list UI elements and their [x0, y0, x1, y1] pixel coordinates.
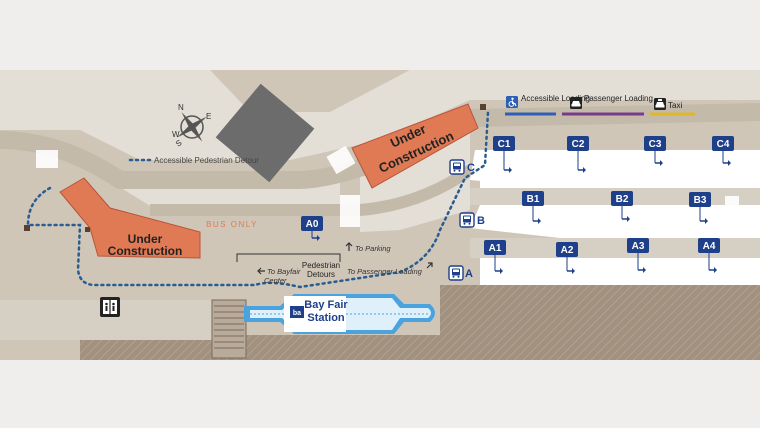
- car-icon: [570, 97, 582, 109]
- legend-accessible-loading: Accessible Loading: [521, 94, 590, 103]
- svg-text:B: B: [477, 215, 485, 227]
- detour-route: [26, 110, 490, 289]
- bay-teeth-a: [480, 250, 760, 270]
- svg-text:A1: A1: [489, 243, 502, 254]
- bart-logo-text: ba: [293, 310, 301, 317]
- detour-bracket: [236, 253, 341, 262]
- compass-s: S: [174, 138, 184, 148]
- to-passenger-loading-arrow: [426, 262, 433, 269]
- to-bayfair-arrow: [257, 267, 265, 275]
- building: [215, 83, 315, 183]
- road-2: [150, 165, 474, 216]
- to-parking-label: To Parking: [355, 244, 391, 253]
- bay-fair-station[interactable]: ba Bay Fair Station: [244, 294, 435, 334]
- svg-text:A0: A0: [306, 219, 319, 230]
- bus-only-label: BUS ONLY: [206, 220, 258, 229]
- compass-e: E: [206, 112, 211, 121]
- compass-icon: N E W S: [172, 103, 211, 149]
- bus-stop-A1[interactable]: A1: [484, 240, 506, 274]
- bus-stop-A0[interactable]: A0: [301, 216, 323, 241]
- legend: Accessible Loading Passenger Loading Tax…: [505, 94, 695, 116]
- to-parking-arrow: [345, 242, 353, 251]
- bus-zone-A[interactable]: A: [448, 265, 473, 281]
- to-bayfair-line2: Center: [264, 276, 287, 285]
- crosswalks: [36, 145, 739, 227]
- taxi-icon: [654, 98, 666, 110]
- station-name-line2: Station: [307, 312, 345, 324]
- bus-stop-A4[interactable]: A4: [698, 238, 720, 273]
- marker-square-2: [24, 225, 30, 231]
- construction-zone-left: [59, 177, 201, 259]
- svg-text:A4: A4: [703, 241, 716, 252]
- svg-text:A2: A2: [561, 245, 574, 256]
- construction-left-line1: Under: [128, 232, 163, 246]
- bus-zone-B[interactable]: B: [459, 212, 485, 228]
- bus-stop-B3[interactable]: B3: [689, 192, 711, 224]
- svg-text:A: A: [465, 268, 473, 280]
- bus-stop-B1[interactable]: B1: [522, 191, 544, 224]
- bus-stop-C2[interactable]: C2: [567, 136, 589, 173]
- island-b: [470, 238, 760, 258]
- svg-text:C4: C4: [717, 139, 730, 150]
- svg-text:B1: B1: [527, 194, 540, 205]
- bus-stop-C1[interactable]: C1: [493, 136, 515, 173]
- pedestrian-detours-line2: Detours: [307, 270, 335, 279]
- bay-row-b: [470, 205, 760, 238]
- svg-text:C1: C1: [498, 139, 511, 150]
- parking-lot: [440, 285, 760, 360]
- stairs: [211, 299, 247, 359]
- construction-zone-right: [351, 103, 479, 189]
- svg-text:C2: C2: [572, 139, 585, 150]
- bart-logo-icon: ba: [290, 306, 304, 318]
- bus-zone-C[interactable]: C: [449, 159, 475, 175]
- legend-passenger-loading: Passenger Loading: [584, 94, 653, 103]
- construction-left-line2: Construction: [108, 244, 183, 258]
- compass-w: W: [172, 130, 180, 139]
- bay-teeth-c: [480, 168, 760, 188]
- bus-stop-C4[interactable]: C4: [712, 136, 734, 166]
- svg-text:C3: C3: [649, 139, 662, 150]
- marker-square-3: [85, 227, 90, 232]
- bus-stop-C3[interactable]: C3: [644, 136, 666, 166]
- station-name-line1: Bay Fair: [304, 299, 348, 311]
- svg-text:A3: A3: [632, 241, 645, 252]
- pedestrian-detours-line1: Pedestrian: [302, 261, 340, 270]
- legend-taxi: Taxi: [668, 101, 682, 110]
- bus-stop-A2[interactable]: A2: [556, 242, 578, 274]
- bus-stop-A3[interactable]: A3: [627, 238, 649, 273]
- compass-n: N: [178, 103, 184, 112]
- svg-text:C: C: [467, 162, 475, 174]
- svg-text:B3: B3: [694, 195, 707, 206]
- parking-lot-left: [80, 335, 440, 360]
- to-bayfair-line1: To Bayfair: [267, 267, 301, 276]
- to-passenger-loading-label: To Passenger Loading: [347, 267, 423, 276]
- svg-text:B2: B2: [616, 194, 629, 205]
- marker-square: [480, 104, 486, 110]
- elevator-icon: [100, 297, 120, 317]
- bus-stop-B2[interactable]: B2: [611, 191, 633, 222]
- detour-legend-label: Accessible Pedestrian Detour: [154, 156, 259, 165]
- wheelchair-icon: [506, 96, 518, 108]
